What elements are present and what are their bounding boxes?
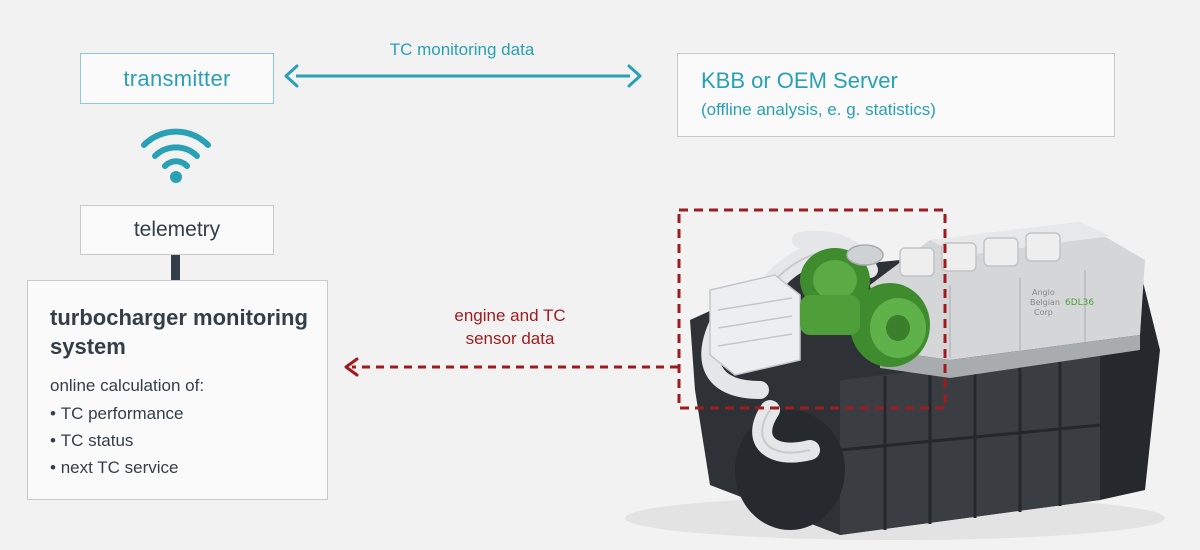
tc-monitoring-data-label: TC monitoring data [389, 40, 535, 59]
list-item: next TC service [50, 454, 327, 481]
list-item: TC performance [50, 400, 327, 427]
monitoring-subtitle: online calculation of: [50, 376, 205, 395]
engine-illustration: Anglo Belgian Corp 6DL36 [625, 222, 1165, 540]
sensor-data-label: engine and TC sensor data [420, 304, 600, 350]
sensor-data-line2: sensor data [465, 329, 555, 348]
engine-model-label: 6DL36 [1065, 298, 1094, 308]
telemetry-label: telemetry [133, 218, 221, 241]
server-title: KBB or OEM Server [701, 68, 898, 93]
transmitter-label: transmitter [123, 65, 231, 91]
sensor-data-line1: engine and TC [454, 306, 566, 325]
double-arrow-icon [284, 64, 642, 88]
server-box: KBB or OEM Server (offline analysis, e. … [677, 53, 1115, 137]
server-subtitle: (offline analysis, e. g. statistics) [701, 100, 936, 119]
arrow-left-icon [344, 357, 678, 377]
engine-badge-line2: Belgian [1030, 298, 1060, 307]
wifi-icon [141, 128, 211, 183]
telemetry-connector [171, 255, 180, 281]
monitoring-system-box: turbocharger monitoring system online ca… [27, 280, 328, 500]
monitoring-title: turbocharger monitoring system [50, 305, 308, 359]
engine-badge-line1: Anglo [1032, 288, 1055, 297]
monitoring-list: TC performance TC status next TC service [50, 400, 327, 481]
engine-badge-line3: Corp [1034, 308, 1053, 317]
list-item: TC status [50, 427, 327, 454]
telemetry-box: telemetry [80, 205, 274, 255]
transmitter-box: transmitter [80, 53, 274, 104]
